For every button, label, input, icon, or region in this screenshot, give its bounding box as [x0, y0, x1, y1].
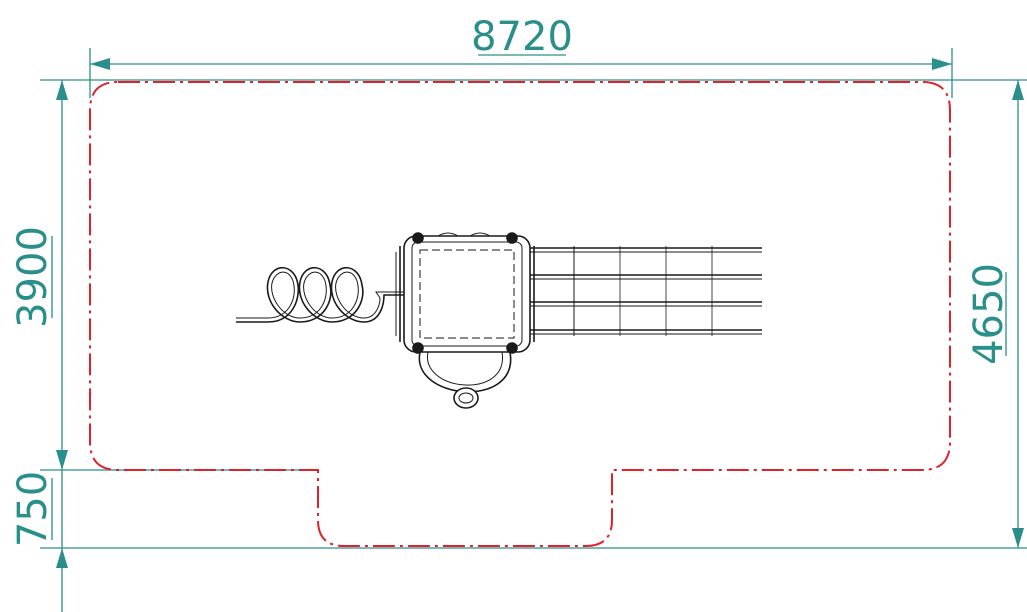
post — [506, 232, 518, 244]
post — [506, 342, 518, 354]
post — [412, 342, 424, 354]
horizontal-ladder — [530, 246, 762, 336]
loop-climber — [418, 351, 512, 409]
dim-text-overall-width: 8720 — [471, 14, 573, 60]
platform — [395, 232, 535, 354]
dim-text-overall-depth: 4650 — [966, 263, 1012, 365]
dim-text-upper-depth: 3900 — [10, 226, 56, 328]
post — [412, 232, 424, 244]
dimension-lines — [40, 48, 1027, 612]
spiral-climber — [236, 266, 404, 323]
dimension-texts: 8720 3900 750 4650 — [10, 14, 1012, 547]
dim-text-lower-depth: 750 — [10, 471, 56, 547]
play-equipment — [236, 232, 762, 409]
safety-zone-outline — [89, 81, 951, 547]
